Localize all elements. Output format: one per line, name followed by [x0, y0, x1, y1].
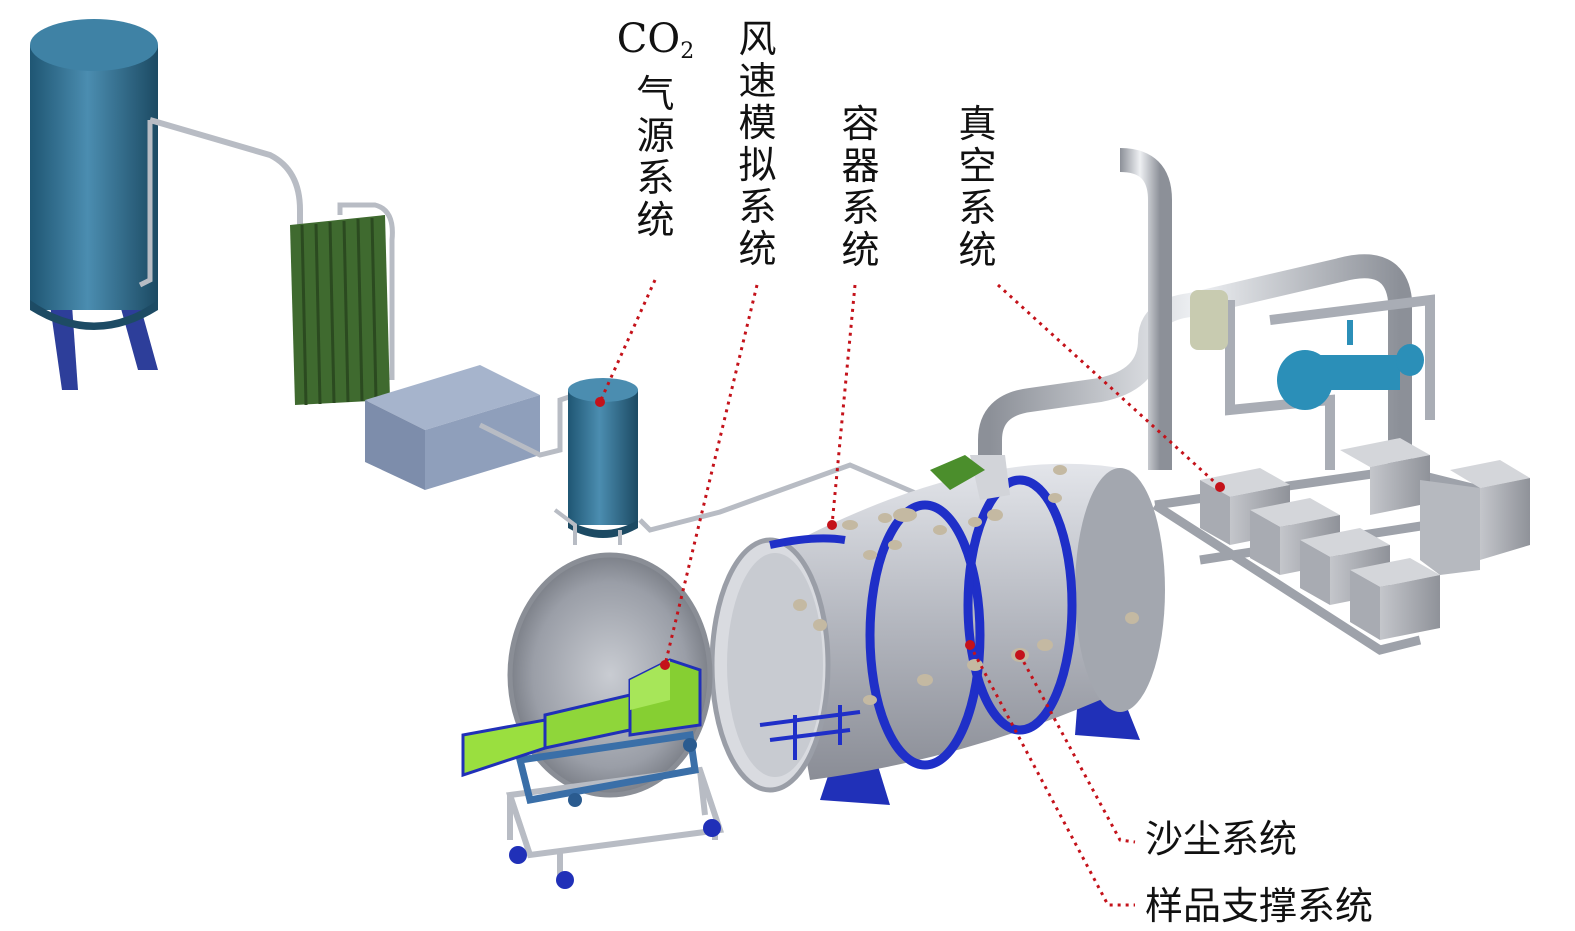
leader-sample: [968, 644, 1135, 907]
label-co2-chem: CO: [616, 16, 681, 62]
label-char: 系: [841, 186, 880, 230]
label-char: 空: [958, 144, 997, 188]
vacuum-chamber: [709, 455, 1165, 805]
leader-dots: [595, 397, 1225, 670]
label-container-text: 容器系统: [838, 103, 883, 271]
label-container-system: 容器系统: [838, 103, 883, 271]
label-char: 气: [636, 72, 675, 116]
leader-co2: [598, 279, 657, 403]
co2-gas-tank: [553, 378, 638, 545]
label-co2-subscript: 2: [680, 39, 695, 64]
leader-container: [830, 284, 857, 526]
label-char: 拟: [738, 143, 777, 187]
label-vacuum-text: 真空系统: [955, 103, 1000, 271]
label-co2-text: 气源系统: [608, 73, 703, 241]
leader-vacuum: [996, 283, 1222, 489]
vacuum-pipes: [978, 148, 1435, 470]
label-sand-system: 沙尘系统: [1145, 817, 1298, 861]
label-char: 速: [738, 59, 777, 103]
label-vacuum-system: 真空系统: [955, 103, 1000, 271]
label-char: 源: [636, 114, 675, 158]
vacuum-pump-rack: [1152, 438, 1530, 655]
label-char: 风: [738, 17, 777, 61]
wind-tunnel-cart: [461, 658, 724, 889]
label-char: 系: [958, 186, 997, 230]
label-wind-simulation: 风速模拟系统: [735, 18, 780, 270]
buffer-box: [365, 365, 540, 490]
label-char: 统: [738, 227, 777, 271]
label-char: 统: [841, 228, 880, 272]
label-char: 真: [958, 102, 997, 146]
heat-exchanger: [290, 202, 395, 406]
label-wind-text: 风速模拟系统: [735, 18, 780, 270]
label-co2-gas-source: CO2 气源系统: [608, 18, 703, 241]
label-char: 系: [738, 185, 777, 229]
large-storage-tank: [30, 19, 158, 390]
label-char: 模: [738, 101, 777, 145]
label-sample-support: 样品支撑系统: [1145, 884, 1374, 928]
leader-sand: [1018, 654, 1136, 844]
leader-wind: [663, 284, 759, 666]
label-char: 统: [958, 228, 997, 272]
label-char: 容: [841, 102, 880, 146]
label-char: 系: [636, 156, 675, 200]
label-char: 器: [841, 144, 880, 188]
leader-lines: [598, 279, 1222, 907]
label-char: 统: [636, 198, 675, 242]
